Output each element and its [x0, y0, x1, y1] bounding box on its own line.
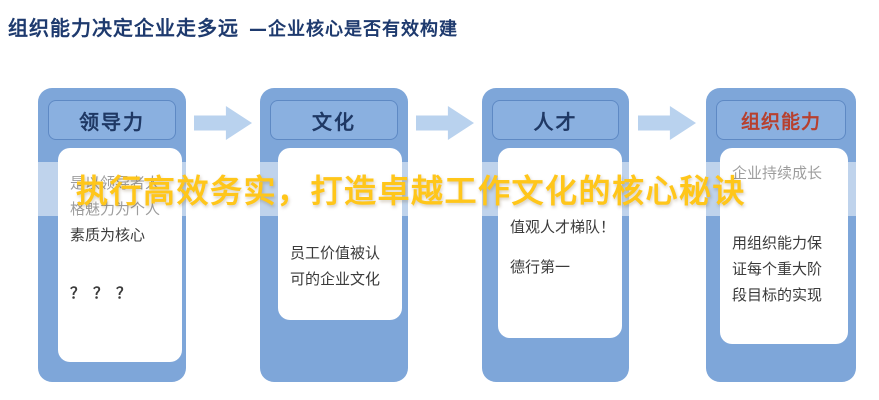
column-culture-header: 文化: [270, 100, 398, 140]
card-line: 可的企业文化: [290, 270, 381, 288]
column-talent: 人才 值观人才梯队！ 德行第一: [482, 88, 629, 382]
overlay-headline: 执行高效务实，打造卓越工作文化的核心秘诀: [76, 172, 747, 210]
column-header-label: 人才: [533, 109, 578, 134]
column-capability: 组织能力 企业持续成长 用组织能力保 证每个重大阶 段目标的实现: [706, 88, 856, 382]
question-marks: ？？？: [70, 284, 140, 302]
card-line: 德行第一: [510, 258, 571, 276]
card-line: 证每个重大阶: [732, 260, 823, 278]
column-leadership-header: 领导力: [48, 100, 176, 140]
page-title: 组织能力决定企业走多远: [8, 16, 239, 40]
column-header-label: 组织能力: [740, 110, 821, 133]
column-talent-header: 人才: [492, 100, 619, 140]
right-arrow-icon: [416, 106, 474, 140]
column-leadership: 领导力 是以领导者人 格魅力为个人 素质为核心 ？？？: [38, 88, 186, 382]
card-line: 员工价值被认: [290, 244, 381, 262]
right-arrow-icon: [638, 106, 696, 140]
overlay-band: 执行高效务实，打造卓越工作文化的核心秘诀: [0, 162, 879, 216]
title-row: 组织能力决定企业走多远 —企业核心是否有效构建: [8, 12, 458, 41]
card-line: 段目标的实现: [732, 286, 823, 304]
right-arrow-icon: [194, 106, 252, 140]
card-line: 值观人才梯队！: [510, 218, 616, 236]
page-subtitle: —企业核心是否有效构建: [249, 19, 458, 40]
card-line: 素质为核心: [70, 226, 146, 244]
column-header-label: 文化: [312, 109, 356, 134]
column-culture: 文化 员工价值被认 可的企业文化: [260, 88, 408, 382]
column-capability-header: 组织能力: [716, 100, 846, 140]
column-header-label: 领导力: [79, 109, 145, 134]
card-line: 用组织能力保: [732, 234, 823, 252]
